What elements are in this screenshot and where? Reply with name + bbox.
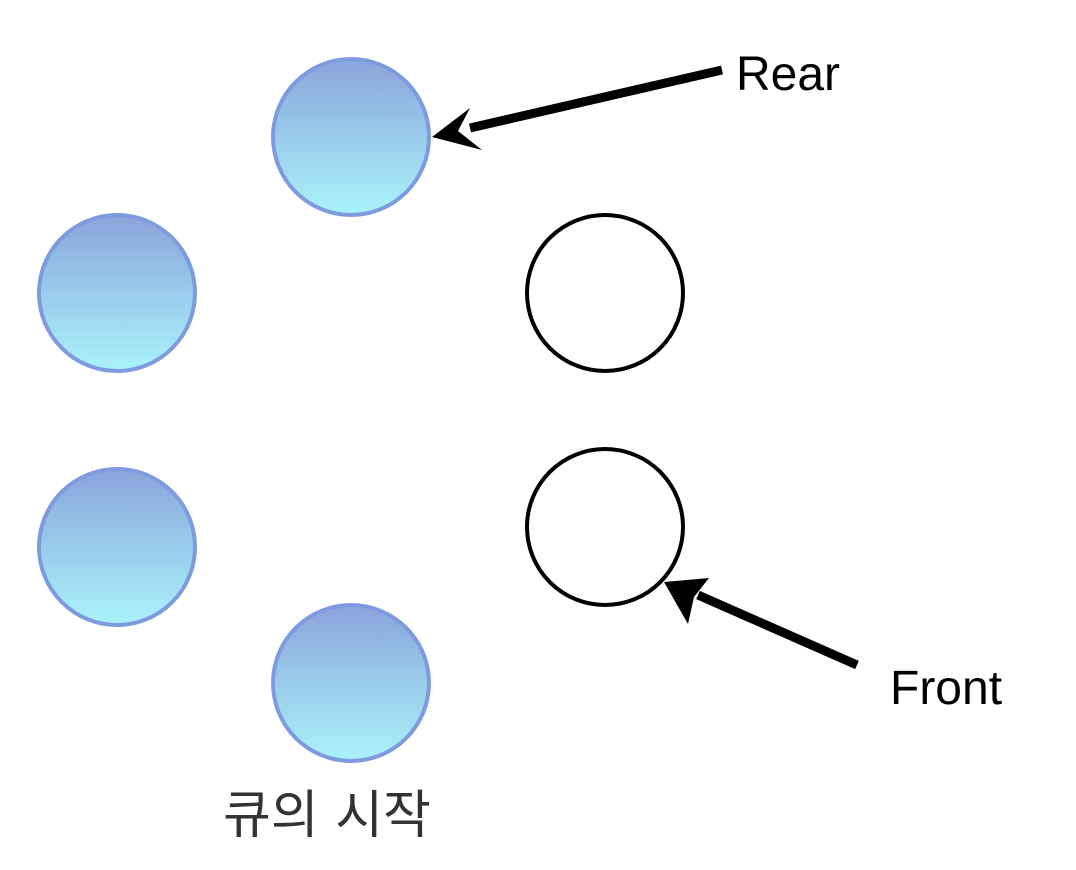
front-label: Front [890,662,1002,715]
queue-start-label: 큐의 시작 [223,786,431,846]
rear-label: Rear [736,48,840,101]
queue-node-filled-upper-left [37,213,197,373]
queue-node-filled-bottom [271,603,431,763]
queue-node-filled-top [271,57,431,217]
queue-node-filled-lower-left [37,467,197,627]
rear-arrow [432,65,724,150]
queue-node-empty-upper-right [525,213,685,373]
queue-node-empty-lower-right [525,447,685,607]
front-arrow [664,578,859,670]
